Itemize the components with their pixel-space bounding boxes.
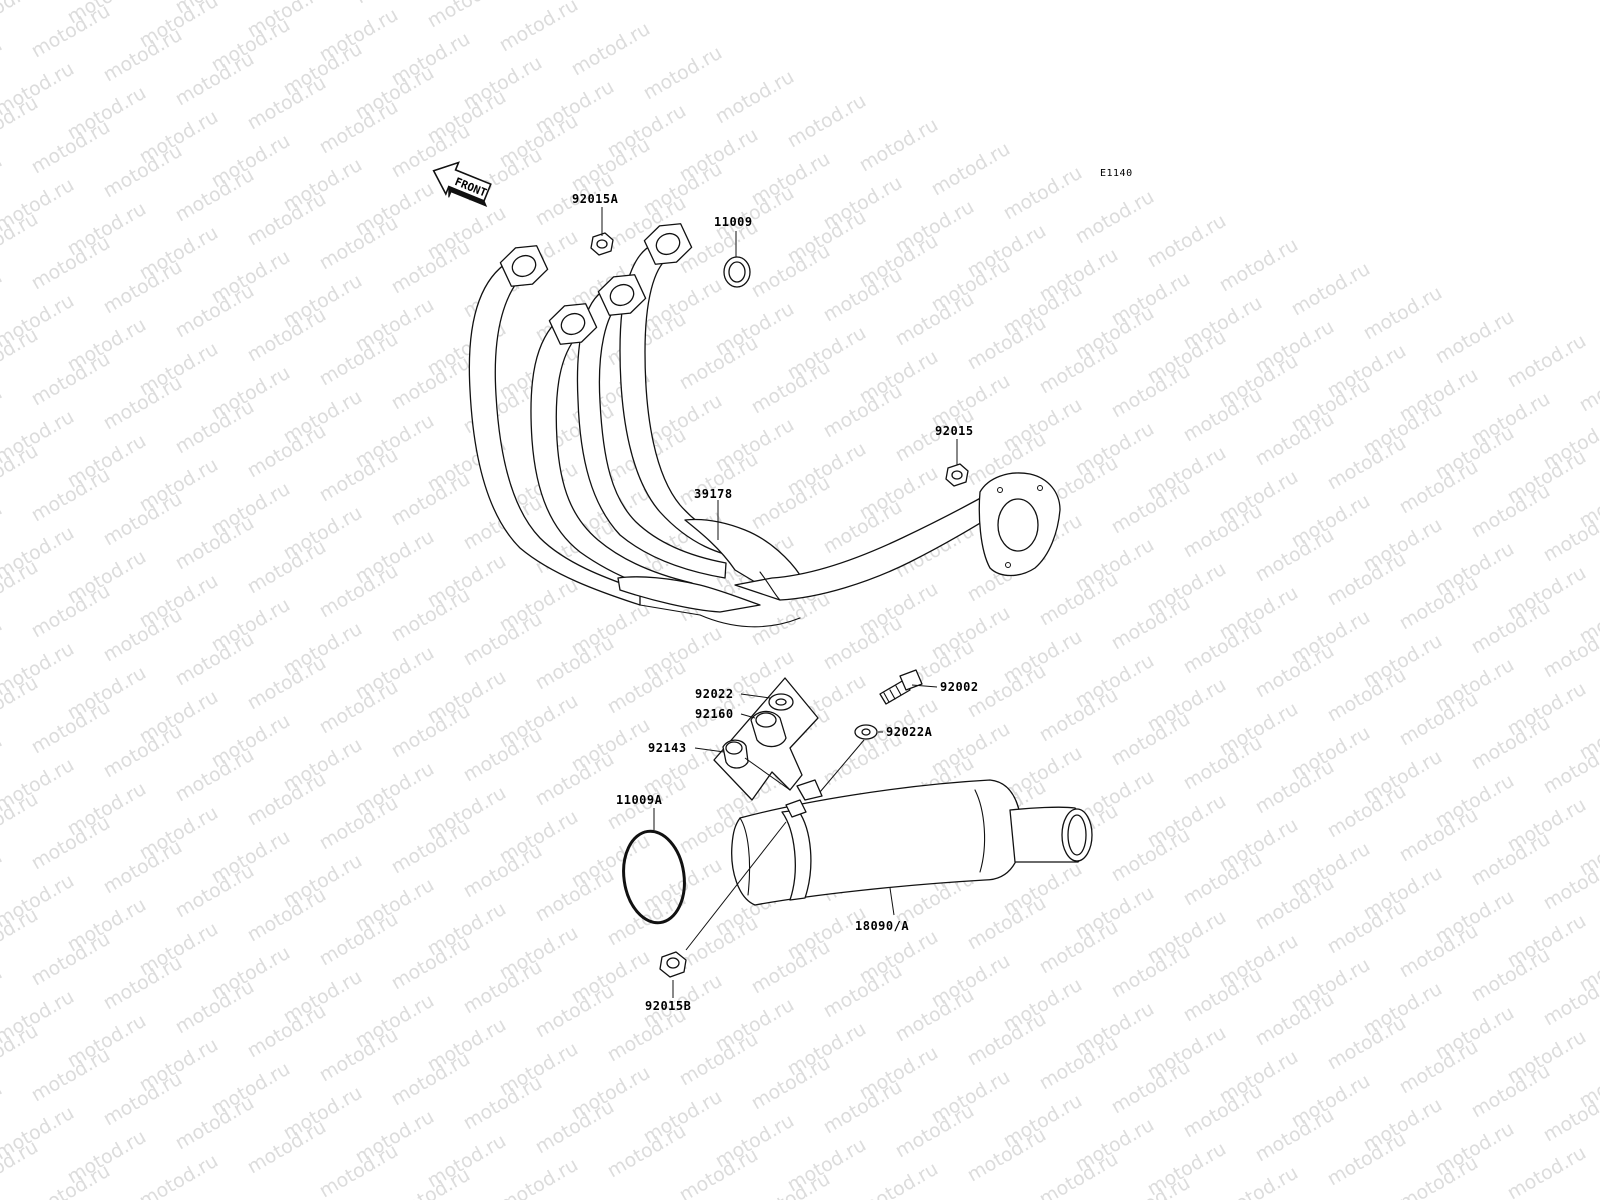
header-flange-4 <box>643 223 693 265</box>
gasket-11009-icon <box>723 256 751 288</box>
header-flange-3 <box>597 274 647 316</box>
part-label-92143: 92143 <box>648 741 687 755</box>
washer-92022a-icon <box>854 724 878 740</box>
watermark-text: motod.ru <box>1504 1142 1590 1200</box>
header-flange-1 <box>499 245 549 287</box>
bolt-92002-icon <box>879 669 923 705</box>
watermark-text: motod.ru <box>496 0 582 56</box>
outlet-flange <box>978 472 1061 577</box>
part-label-18090a: 18090/A <box>855 919 909 933</box>
nut-92015a-icon <box>590 232 614 256</box>
watermark-text: motod.ru <box>1576 1166 1600 1200</box>
part-labels: 92015A 11009 92015 39178 92022 92160 921… <box>572 192 979 1013</box>
part-label-92022a: 92022A <box>886 725 933 739</box>
watermark-text: motod.ru <box>1000 162 1086 225</box>
watermark-text: motod.ru <box>0 846 6 909</box>
watermark-text: motod.ru <box>1576 354 1600 417</box>
watermark-text: motod.ru <box>712 66 798 129</box>
watermark-text: motod.ru <box>1288 258 1374 321</box>
watermark-text: motod.ru <box>1216 1162 1302 1200</box>
watermark-text: motod.ru <box>568 18 654 81</box>
part-label-11009a: 11009A <box>616 793 663 807</box>
watermark-text: motod.ru <box>784 90 870 153</box>
watermark-text: motod.ru <box>1216 234 1302 297</box>
watermark-text: motod.ru <box>1072 186 1158 249</box>
gasket-11009a-icon <box>622 829 686 925</box>
watermark-text: motod.ru <box>0 266 6 329</box>
part-label-11009: 11009 <box>714 215 753 229</box>
watermark-text: motod.ru <box>0 1078 6 1141</box>
part-label-92160: 92160 <box>695 707 734 721</box>
watermark-text: motod.ru <box>1144 210 1230 273</box>
watermark-text: motod.ru <box>424 0 510 32</box>
watermark-text: motod.ru <box>640 42 726 105</box>
diagram-code: E1140 <box>1100 168 1133 179</box>
watermark-text: motod.ru <box>496 1154 582 1200</box>
leader-lines <box>601 207 958 998</box>
part-label-92022: 92022 <box>695 687 734 701</box>
watermark-text: motod.ru <box>136 1150 222 1200</box>
header-flange-2 <box>548 303 598 345</box>
damper-92160-icon <box>750 710 787 748</box>
part-label-92002: 92002 <box>940 680 979 694</box>
watermark-text: motod.ru <box>0 498 6 561</box>
watermark-text: motod.ru <box>0 730 6 793</box>
part-label-92015: 92015 <box>935 424 974 438</box>
watermark-text: motod.ru <box>0 382 6 445</box>
watermark-text: motod.ru <box>1360 282 1446 345</box>
exhaust-header-assembly <box>468 223 1061 628</box>
watermark-text: motod.ru <box>0 150 6 213</box>
part-label-92015a: 92015A <box>572 192 619 206</box>
watermark-text: motod.ru <box>856 114 942 177</box>
watermark-text: motod.ru <box>352 0 438 8</box>
watermark-text: motod.ru <box>856 1158 942 1200</box>
collar-92143-icon <box>722 739 749 769</box>
watermark-text: motod.ru <box>0 962 6 1025</box>
watermark-text: motod.ru <box>0 34 6 97</box>
nut-92015b-icon <box>659 951 687 978</box>
nut-92015-icon <box>945 463 969 487</box>
watermark-text: motod.ru <box>1504 330 1590 393</box>
part-label-39178: 39178 <box>694 487 733 501</box>
watermark-text: motod.ru <box>0 614 6 677</box>
front-arrow-icon: FRONT <box>432 161 492 207</box>
watermark-text: motod.ru <box>1432 306 1518 369</box>
washer-92022-icon <box>768 693 794 711</box>
part-label-92015b: 92015B <box>645 999 691 1013</box>
watermark-text: motod.ru <box>928 138 1014 201</box>
watermark-text: motod.ru <box>0 0 42 38</box>
